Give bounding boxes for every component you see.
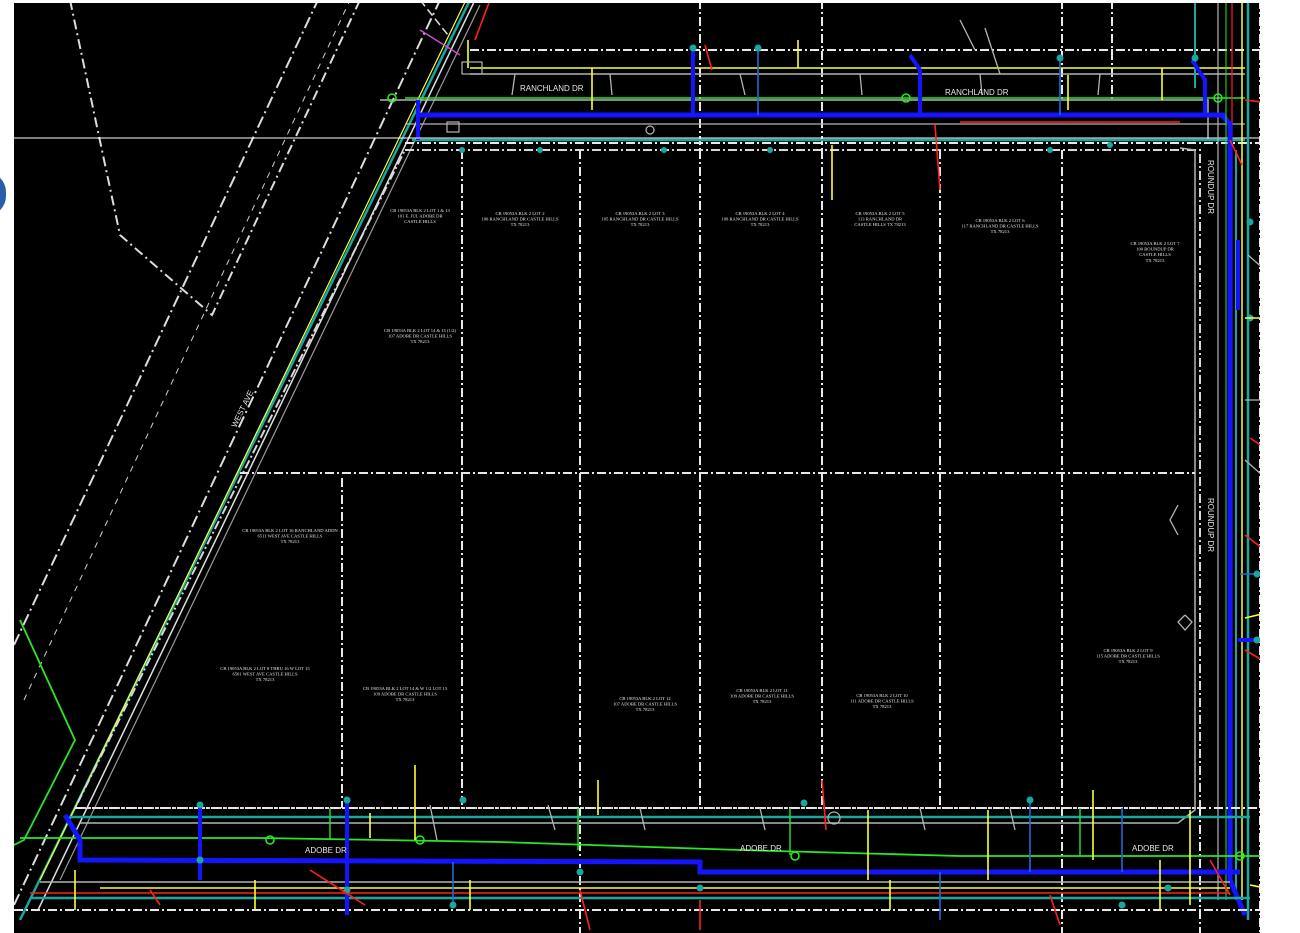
parcel-label-line: CB 19053A BLK 2 LOT 10 bbox=[856, 693, 908, 698]
roundup-label-mid: ROUNDUP DR bbox=[1206, 498, 1215, 552]
parcel-label-line: TX 78213 bbox=[631, 222, 650, 227]
parcel-label-line: TX 78213 bbox=[991, 229, 1010, 234]
parcel-label-line: TX 78213 bbox=[511, 222, 530, 227]
parcel-label-line: 109 ADOBE DR CASTLE HILLS bbox=[730, 694, 794, 699]
parcel-label-line: TX 78213 bbox=[1146, 258, 1165, 263]
west-ave-row-west-2 bbox=[23, 0, 351, 701]
adobe-label-mid: ADOBE DR bbox=[740, 844, 782, 853]
west-ave-gas bbox=[39, 0, 467, 881]
parcel-label-line: TX 78213 bbox=[873, 704, 892, 709]
block-curb-right bbox=[80, 147, 1196, 824]
parcel-label-line: CASTLE HILLS bbox=[404, 219, 436, 224]
east-lot-ticks bbox=[1262, 103, 1300, 628]
ranchland-label-north: RANCHLAND DR bbox=[520, 84, 584, 93]
parcel-label-line: TX 78213 bbox=[411, 339, 430, 344]
parcel-label-line: TX 78213 bbox=[751, 222, 770, 227]
ranchland-label-east: RANCHLAND DR bbox=[945, 88, 1009, 97]
parcel-label-line: TX 78213 bbox=[753, 699, 772, 704]
manhole-markers bbox=[196, 44, 1260, 909]
green-service-stubs bbox=[329, 808, 1081, 856]
parcel-label-line: 109 ADOBE DR CASTLE HILLS bbox=[373, 692, 437, 697]
parcel-label-line: 115 ADOBE DR CASTLE HILLS bbox=[1096, 654, 1160, 659]
parcel-label-line: 100 ROUNDUP DR bbox=[1136, 247, 1175, 252]
parcel-label-line: TX 78213 bbox=[1119, 659, 1138, 664]
telecom-west bbox=[14, 619, 76, 846]
drawing-background bbox=[14, 0, 1260, 933]
electric-service-stubs bbox=[149, 0, 1260, 931]
parcel-label-line: TX 78213 bbox=[396, 697, 415, 702]
adobe-telecom bbox=[20, 837, 1260, 857]
parcel-label-line: 107 ADOBE DR CASTLE HILLS bbox=[613, 702, 677, 707]
blue-service-thin bbox=[452, 48, 1258, 920]
parcel-label-line: 6511 WEST AVE CASTLE HILLS bbox=[258, 534, 323, 539]
west-ave-row-west bbox=[14, 0, 319, 646]
nw-parcel-boundary bbox=[69, 0, 361, 317]
parcel-label-line: 101 E. JUL ADOBE DR bbox=[397, 214, 443, 219]
gas-service-stubs bbox=[74, 40, 1260, 910]
parcel-label-line: TX 78213 bbox=[636, 707, 655, 712]
hydrant-markers bbox=[265, 93, 1245, 861]
parcel-label: CB 19053A BLK 2 LOT 14 & 15 (1/2)107 ADO… bbox=[384, 328, 456, 344]
parcel-label-line: 105 RANCHLAND DR CASTLE HILLS bbox=[601, 217, 679, 222]
parcel-label-line: TX 78213 bbox=[256, 677, 275, 682]
west-ave-row-east bbox=[14, 0, 441, 906]
parcel-label-line: CB 19053A BLK 2 LOT 3 bbox=[615, 211, 665, 216]
adobe-label-east: ADOBE DR bbox=[1132, 844, 1174, 853]
parcel-label-line: CB 19053A BLK 2 LOT 12 bbox=[619, 696, 671, 701]
parcel-label-line: 6501 WEST AVE CASTLE HILLS bbox=[232, 672, 298, 677]
parcel-label-line: 107 ADOBE DR CASTLE HILLS bbox=[388, 334, 452, 339]
parcel-label-line: CB 19053A BLK 2 LOT 6 bbox=[975, 218, 1025, 223]
curb-service-stubs bbox=[429, 19, 1260, 841]
parcel-label-line: CB 19053A BLK 2 LOT 16 RANCHLAND ADDN bbox=[242, 528, 338, 533]
parcel-label-line: CB 19053A BLK 2 LOT 14 & 15 (1/2) bbox=[384, 328, 456, 333]
parcel-label-line: CB 19053A BLK 2 LOT 7 bbox=[1130, 241, 1180, 246]
parcel-label-line: CASTLE HILLS bbox=[1139, 252, 1171, 257]
frame-top bbox=[14, 0, 1300, 3]
magenta-marker bbox=[419, 29, 461, 56]
nw-corner-symbols bbox=[446, 61, 841, 825]
parcel-label-line: CB 19053A BLK 2 LOT 14 & W 1/2 LOT 13 bbox=[363, 686, 448, 691]
parcel-label-line: 113 RANCHLAND DR bbox=[858, 217, 903, 222]
parcel-label-line: 117 RANCHLAND DR CASTLE HILLS bbox=[962, 224, 1039, 229]
parcel-label-line: CB 19053A BLK 2 LOT 1 & 13 bbox=[390, 208, 450, 213]
roundup-label-top: ROUNDUP DR bbox=[1206, 160, 1215, 214]
drawing-background-right bbox=[1260, 0, 1300, 933]
parcel-label-line: 100 RANCHLAND DR CASTLE HILLS bbox=[481, 217, 559, 222]
parcel-label-line: CB 19053A BLK 2 LOT 9 bbox=[1103, 648, 1153, 653]
water-service-laterals bbox=[198, 45, 1260, 915]
nw-boundary-tick bbox=[419, 0, 453, 41]
parcel-label-line: 111 ADOBE DR CASTLE HILLS bbox=[850, 699, 914, 704]
parcel-label-line: CB 19053A BLK 2 LOT 2 bbox=[495, 211, 545, 216]
adobe-water bbox=[62, 813, 1240, 875]
west-ave-edge-east bbox=[37, 0, 476, 911]
parcel-label-line: CB 19053A BLK 2 LOT 8 THRU 16 W LOT 15 bbox=[220, 666, 310, 671]
parcel-label-line: CB 19053A BLK 2 LOT 5 bbox=[855, 211, 905, 216]
lot-lines bbox=[240, 0, 1201, 933]
adobe-label-west: ADOBE DR bbox=[305, 846, 347, 855]
water-ne-spur bbox=[1190, 58, 1207, 115]
parcel-label-line: TX 78213 bbox=[281, 539, 300, 544]
parcel-label-line: CB 19053A BLK 2 LOT 4 bbox=[735, 211, 785, 216]
parcel-label-line: CB 19053A BLK 2 LOT 11 bbox=[736, 688, 788, 693]
parcel-label-line: CASTLE HILLS TX 78213 bbox=[854, 222, 906, 227]
block-curb-top bbox=[380, 99, 1209, 140]
parcel-label-line: 109 RANCHLAND DR CASTLE HILLS bbox=[721, 217, 799, 222]
